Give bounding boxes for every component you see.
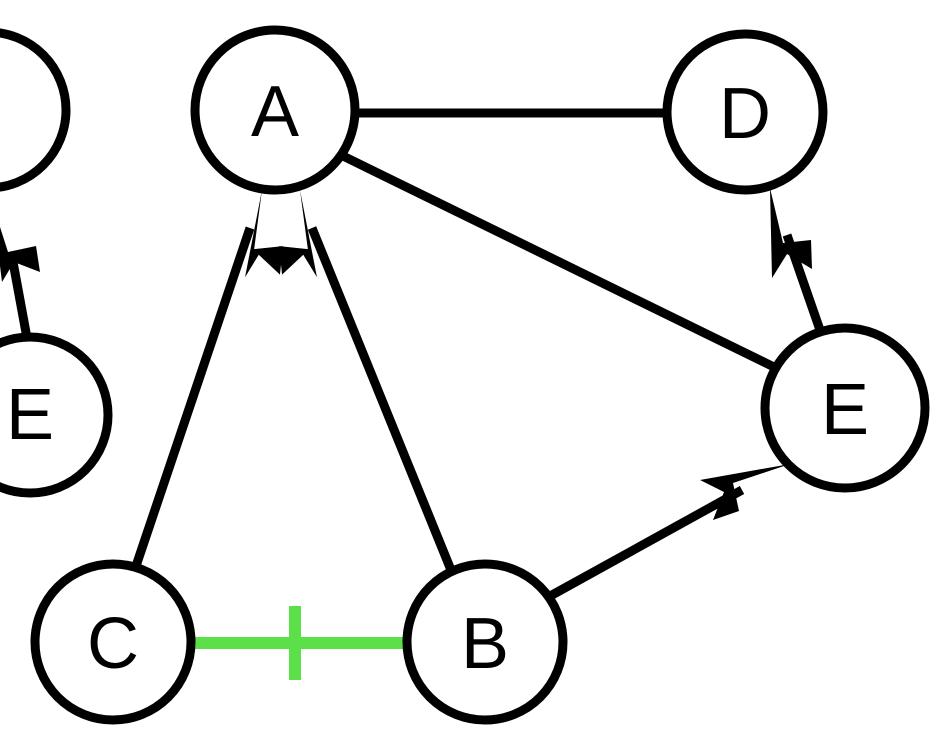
edge-b-to-eright-arrowhead	[700, 464, 790, 520]
node-partial-topleft-circle	[0, 28, 71, 192]
edge-eright-to-d[interactable]	[770, 188, 825, 332]
node-b-circle	[402, 559, 568, 725]
node-e-left-label: E	[6, 375, 54, 455]
edge-eleft-to-partial-arrowhead	[0, 227, 40, 282]
node-b-label: B	[461, 604, 509, 684]
node-e-right[interactable]: E	[760, 323, 930, 493]
node-c-label: C	[87, 604, 139, 684]
edge-eright-to-d-arrowhead	[770, 188, 812, 278]
node-b[interactable]: B	[402, 559, 568, 725]
edge-c-b-highlighted[interactable]	[193, 606, 404, 680]
edges-layer	[0, 108, 825, 680]
edge-b-to-a-arrowhead	[279, 190, 317, 278]
node-a-label: A	[251, 72, 299, 152]
edge-c-to-a-arrowhead	[245, 190, 283, 278]
edge-a-eright[interactable]	[339, 150, 780, 374]
edge-b-to-a-line	[307, 226, 456, 572]
nodes-layer: E A D E C	[0, 25, 930, 725]
node-d-circle	[662, 29, 828, 195]
node-c[interactable]: C	[30, 559, 196, 725]
edge-c-to-a[interactable]	[131, 188, 286, 568]
edge-a-eright-line	[339, 150, 780, 374]
node-d[interactable]: D	[662, 29, 828, 195]
edge-c-to-a-line	[131, 226, 255, 568]
node-d-label: D	[719, 74, 771, 154]
node-e-left[interactable]: E	[0, 332, 113, 498]
edge-eleft-to-partial[interactable]	[0, 202, 40, 339]
node-partial-topleft[interactable]	[0, 28, 71, 192]
node-a[interactable]: A	[190, 25, 360, 195]
node-a-circle	[190, 25, 360, 195]
node-e-left-circle	[0, 332, 113, 498]
node-c-circle	[30, 559, 196, 725]
node-e-right-circle	[760, 323, 930, 493]
edge-eleft-to-partial-line	[8, 261, 32, 339]
node-e-right-label: E	[821, 370, 869, 450]
edge-b-to-eright[interactable]	[549, 464, 790, 599]
edge-b-to-a[interactable]	[276, 188, 456, 572]
edge-b-to-eright-line	[549, 486, 745, 599]
